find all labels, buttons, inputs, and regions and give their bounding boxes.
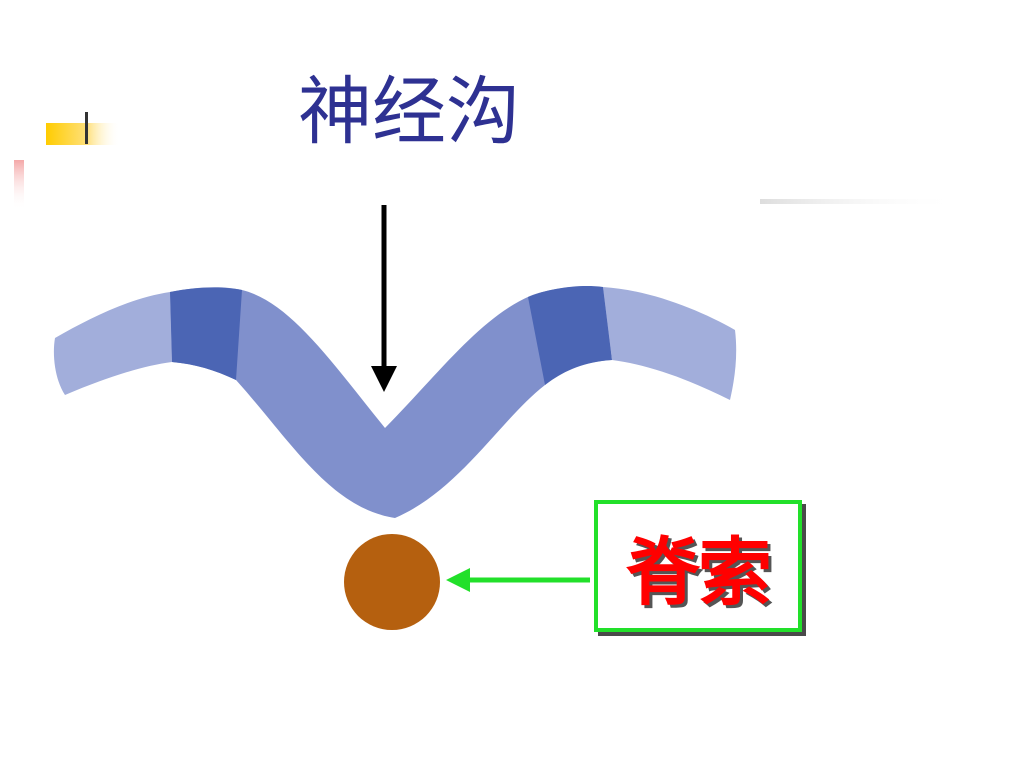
neural-plate-band-right xyxy=(528,286,612,385)
template-bullet-tick xyxy=(85,112,88,144)
neural-plate-outer-right xyxy=(603,287,737,400)
neural-plate-band-left xyxy=(170,287,242,380)
template-divider-line xyxy=(760,199,960,204)
template-bullet-bar xyxy=(46,123,120,145)
notochord-label: 脊索 xyxy=(626,529,772,616)
notochord-arrow-head xyxy=(446,568,470,592)
neural-plate-groove xyxy=(170,286,612,518)
title-neural-groove: 神经沟 xyxy=(298,69,520,155)
neural-plate-outer-left xyxy=(53,292,173,395)
notochord-circle xyxy=(344,534,440,630)
template-side-accent xyxy=(14,160,24,210)
groove-arrow-head xyxy=(371,366,397,392)
notochord-label-box: 脊索 xyxy=(594,500,802,632)
